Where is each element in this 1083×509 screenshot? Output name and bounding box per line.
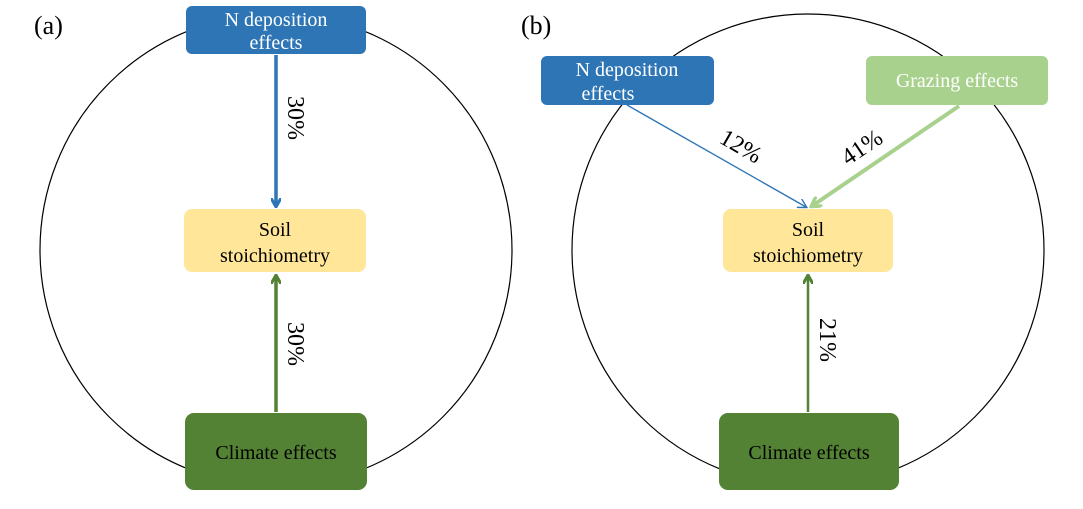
panel-b-climate-node: Climate effects <box>719 413 899 490</box>
panel-b-label: (b) <box>521 11 551 40</box>
panel-b-n-deposition-line2: effects <box>582 83 635 105</box>
panel-a: (a) 30% 30% N deposition effects Soil st… <box>34 6 513 490</box>
panel-a-climate-label: Climate effects <box>215 442 336 464</box>
panel-a-soil-line2: stoichiometry <box>220 245 330 267</box>
panel-b-n-deposition-line1: N deposition <box>576 59 679 81</box>
panel-b-grazing-to-soil-percent: 41% <box>837 125 888 171</box>
panel-b-grazing-node: Grazing effects <box>866 56 1048 105</box>
panel-b-soil-line2: stoichiometry <box>753 245 863 267</box>
panel-a-n-deposition-line2: effects <box>250 32 303 54</box>
panel-a-climate-to-soil-percent: 30% <box>282 322 308 366</box>
panel-a-n-deposition-line1: N deposition <box>225 9 328 31</box>
panel-b-grazing-to-soil-arrow <box>812 104 961 206</box>
panel-a-label: (a) <box>34 11 63 40</box>
panel-b-soil-node: Soil stoichiometry <box>723 209 893 272</box>
panel-b-n-deposition-node: N deposition effects <box>541 56 714 105</box>
panel-b-grazing-label: Grazing effects <box>896 70 1019 92</box>
panel-b: (b) 12% 41% 21% N deposition effects Gra… <box>521 11 1048 490</box>
panel-a-soil-line1: Soil <box>259 219 292 241</box>
panel-b-climate-label: Climate effects <box>748 442 869 464</box>
panel-b-n-to-soil-percent: 12% <box>715 125 766 170</box>
panel-b-n-to-soil-arrow <box>626 104 806 207</box>
panel-b-climate-to-soil-percent: 21% <box>814 318 840 362</box>
panel-a-n-to-soil-percent: 30% <box>282 96 308 140</box>
panel-b-soil-line1: Soil <box>792 219 825 241</box>
panel-a-climate-node: Climate effects <box>185 413 367 490</box>
panel-a-n-deposition-node: N deposition effects <box>186 6 366 54</box>
panel-a-soil-node: Soil stoichiometry <box>184 209 366 272</box>
